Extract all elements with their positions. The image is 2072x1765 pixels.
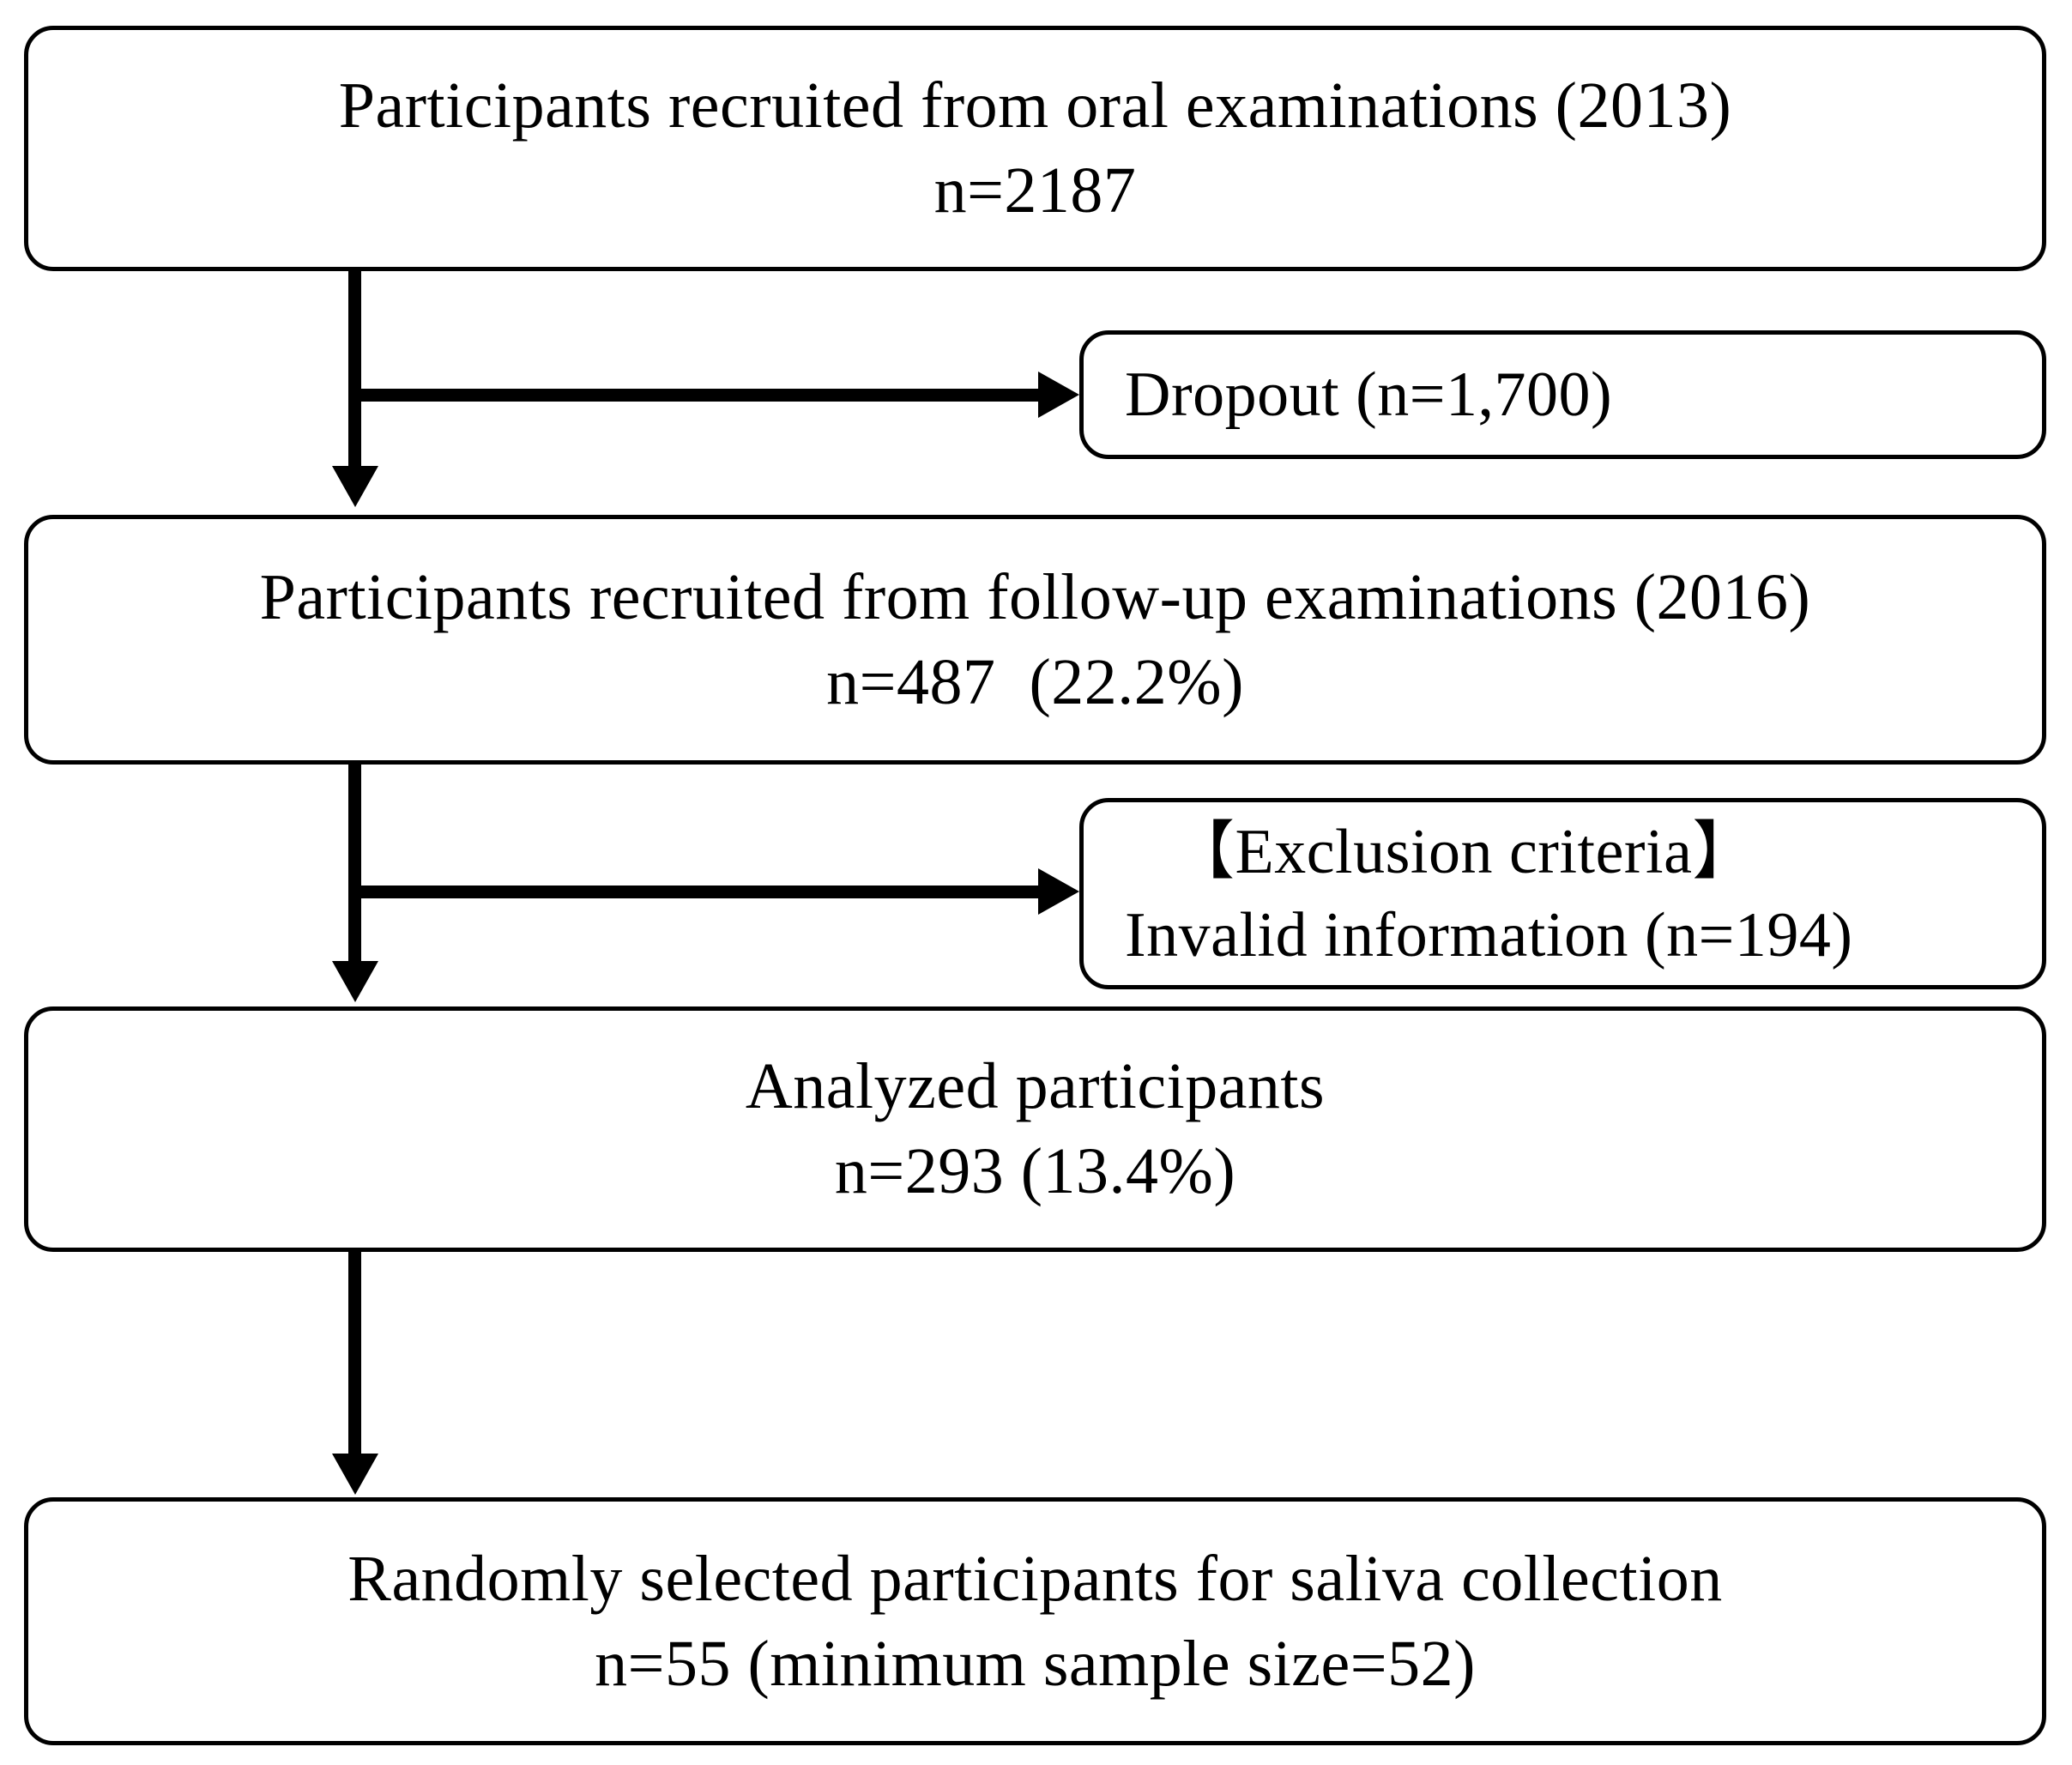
node-line-exclusion-detail: Invalid information (n=194) [1125,899,1853,970]
arrow-down-icon-followup2016-to-analyzed [332,961,378,1002]
node-dropout: Dropout (n=1,700) [1079,330,2047,464]
arrow-down-icon-analyzed-to-random-saliva [332,1454,378,1495]
connector-followup2016-to-analyzed-stem [348,765,361,967]
connector-followup2016-to-exclusion-stem [348,886,1045,898]
node-line-primary: Participants recruited from follow-up ex… [259,560,1811,633]
arrow-down-icon-recruited2013-to-followup2016 [332,466,378,507]
node-randomly-selected-participants-saliva: Randomly selected participants for saliv… [24,1497,2047,1750]
arrow-right-icon-followup2016-to-exclusion [1038,868,1079,915]
node-line-primary: Participants recruited from oral examina… [338,70,1732,142]
node-line-exclusion-heading: 【Exclusion criteria】 [1171,817,1756,888]
node-participants-recruited-oral-exams-2013: Participants recruited from oral examina… [24,26,2047,276]
node-line-count: n=55 (minimum sample size=52) [595,1627,1476,1700]
node-exclusion-criteria: 【Exclusion criteria】 Invalid information… [1079,798,2047,994]
node-line-count: n=2187 [933,154,1137,227]
node-line-primary: Dropout (n=1,700) [1125,359,1613,430]
node-line-count: n=293 (13.4%) [834,1135,1236,1207]
connector-recruited2013-to-dropout-stem [348,389,1045,402]
node-line-primary: Randomly selected participants for saliv… [347,1542,1723,1615]
node-participants-recruited-followup-exams-2016: Participants recruited from follow-up ex… [24,515,2047,770]
connector-analyzed-to-random-saliva-stem [348,1252,361,1458]
node-line-primary: Analyzed participants [745,1050,1326,1123]
node-line-count: n=487 (22.2%) [826,645,1244,718]
node-analyzed-participants: Analyzed participants n=293 (13.4%) [24,1006,2047,1257]
arrow-right-icon-recruited2013-to-dropout [1038,372,1079,418]
connector-recruited2013-to-followup2016-stem [348,271,361,470]
